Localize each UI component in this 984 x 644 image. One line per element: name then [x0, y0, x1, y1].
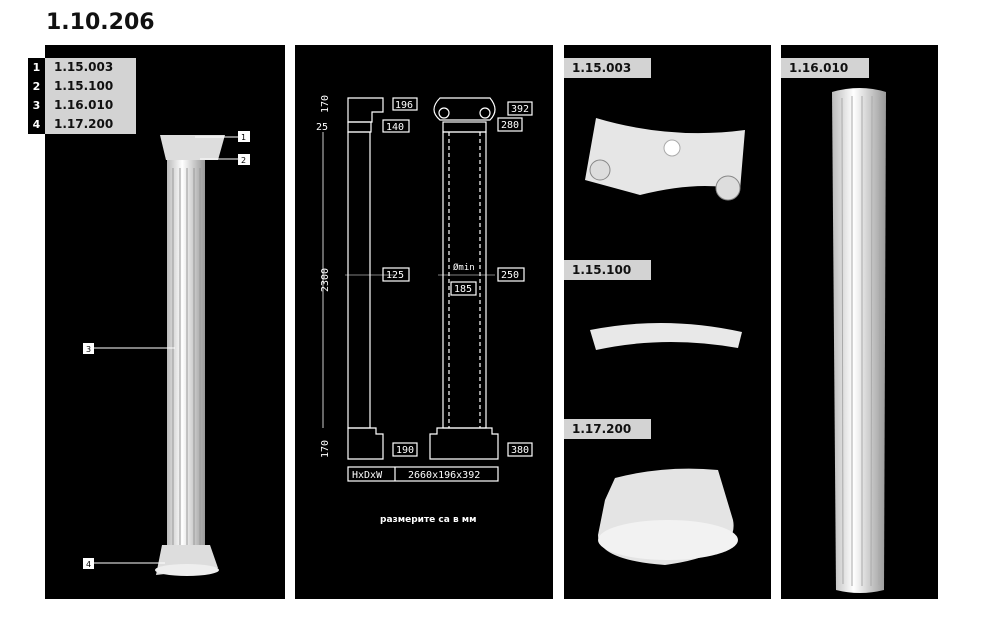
callout-2: 2 [241, 156, 246, 165]
capital-illustration [585, 118, 745, 201]
dim-left: 196 [395, 100, 413, 111]
shaft-illustration [832, 88, 886, 593]
size-table-value: 2660x196x392 [408, 470, 480, 481]
dim-right: 280 [501, 120, 519, 131]
part-tag: 1.17.200 [564, 419, 651, 439]
part-tag: 1.16.010 [781, 58, 869, 78]
callout-3: 3 [86, 345, 91, 354]
legend-number: 4 [28, 115, 45, 134]
column-illustration: 1 2 3 4 [83, 131, 250, 576]
necking-ring-illustration [590, 322, 742, 350]
legend-number: 3 [28, 96, 45, 115]
dim-left: 140 [386, 122, 404, 133]
units-note: размерите са в мм [380, 515, 477, 525]
height-shaft: 2300 [320, 268, 331, 292]
size-table-label: HxDxW [352, 470, 383, 481]
legend-code: 1.16.010 [54, 98, 114, 112]
legend-code: 1.15.100 [54, 79, 114, 93]
technical-drawing [322, 97, 533, 482]
omin-value: 185 [454, 284, 472, 295]
part-tag: 1.15.003 [564, 58, 651, 78]
callout-1: 1 [241, 133, 246, 142]
dim-right: 380 [511, 445, 529, 456]
dim-left: 190 [396, 445, 414, 456]
technical-drawing-panel [295, 45, 553, 599]
legend-number: 1 [28, 58, 45, 77]
omin-label: Ømin [453, 262, 475, 273]
height-capital: 170 [320, 95, 331, 113]
product-code-title: 1.10.206 [46, 10, 155, 35]
legend-code: 1.15.003 [54, 60, 114, 74]
parts-legend: 1 1.15.003 2 1.15.100 3 1.16.010 4 1.17.200 [28, 58, 136, 134]
dim-right: 250 [501, 270, 519, 281]
legend-code: 1.17.200 [54, 117, 114, 131]
part-tag: 1.15.100 [564, 260, 651, 280]
dim-right: 392 [511, 104, 529, 115]
legend-number: 2 [28, 77, 45, 96]
dim-left: 125 [386, 270, 404, 281]
height-base: 170 [320, 440, 331, 458]
base-illustration [598, 468, 738, 565]
drawing-labels: 170 25 2300 170 196 140 125 190 392 280 … [316, 95, 529, 525]
callout-4: 4 [86, 560, 91, 569]
height-necking: 25 [316, 122, 328, 133]
